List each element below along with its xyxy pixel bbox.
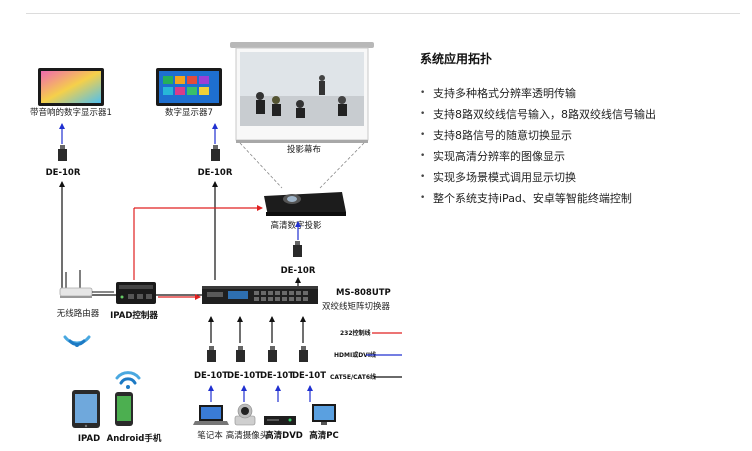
- info-panel: 系统应用拓扑 支持多种格式分辨率透明传输 支持8路双绞线信号输入，8路双绞线信号…: [420, 50, 740, 209]
- ipad-icon: [72, 390, 100, 428]
- laptop-icon: [193, 405, 229, 425]
- projector-icon: [264, 192, 346, 216]
- receiver-2-icon: [211, 145, 220, 161]
- ipad-controller-label: IPAD控制器: [110, 310, 158, 321]
- receiver-1-icon: [58, 145, 67, 161]
- legend-hdmi-label: HDMI或DVI线: [334, 351, 376, 359]
- wifi-signal-icon: [63, 335, 91, 347]
- feature-item: 支持多种格式分辨率透明传输: [420, 83, 740, 104]
- ipad-controller-icon: [116, 282, 156, 304]
- hd-pc-icon: [312, 404, 336, 425]
- transmitter-4-label: DE-10T: [292, 371, 326, 381]
- top-divider: [26, 13, 740, 14]
- receiver-3-label: DE-10R: [281, 266, 316, 276]
- feature-item: 实现多场景模式调用显示切换: [420, 167, 740, 188]
- display-7-icon: [156, 68, 222, 106]
- display-1-label: 带音响的数字显示器1: [30, 107, 112, 118]
- legend-cat-label: CAT5E/CAT6线: [330, 373, 376, 381]
- receiver-3-icon: [293, 241, 302, 257]
- transmitter-2-label: DE-10T: [227, 371, 261, 381]
- feature-item: 支持8路双绞线信号输入，8路双绞线信号输出: [420, 104, 740, 125]
- display-7-label: 数字显示器7: [165, 107, 213, 118]
- android-label: Android手机: [107, 433, 162, 444]
- transmitter-3-label: DE-10T: [260, 371, 294, 381]
- receiver-2-label: DE-10R: [198, 168, 233, 178]
- hd-camera-icon: [234, 403, 256, 426]
- source-camera-label: 高清摄像头: [226, 430, 269, 441]
- hd-dvd-icon: [264, 416, 296, 425]
- source-laptop-label: 笔记本: [197, 430, 223, 441]
- display-1-icon: [38, 68, 104, 106]
- ipad-label: IPAD: [78, 434, 100, 444]
- feature-item: 整个系统支持iPad、安卓等智能终端控制: [420, 188, 740, 209]
- source-pc-label: 高清PC: [309, 430, 338, 441]
- feature-item: 支持8路信号的随意切换显示: [420, 125, 740, 146]
- legend-232-label: 232控制线: [340, 329, 371, 337]
- projection-screen-icon: [230, 42, 374, 143]
- android-phone-icon: [115, 392, 133, 426]
- transmitter-1-label: DE-10T: [194, 371, 228, 381]
- matrix-model-label: MS-808UTP: [336, 288, 391, 298]
- info-title: 系统应用拓扑: [420, 52, 493, 66]
- source-dvd-label: 高清DVD: [265, 430, 303, 441]
- matrix-switcher-icon: [202, 286, 318, 304]
- wifi-signal-devices-icon: [115, 371, 141, 389]
- projector-label: 高清数字投影: [270, 220, 322, 231]
- projection-screen-label: 投影幕布: [287, 144, 321, 155]
- feature-list: 支持多种格式分辨率透明传输 支持8路双绞线信号输入，8路双绞线信号输出 支持8路…: [420, 83, 740, 209]
- matrix-desc-label: 双绞线矩阵切换器: [322, 301, 391, 312]
- wireless-router-icon: [59, 270, 93, 298]
- receiver-1-label: DE-10R: [46, 168, 81, 178]
- feature-item: 实现高清分辨率的图像显示: [420, 146, 740, 167]
- wireless-router-label: 无线路由器: [57, 308, 100, 319]
- topology-diagram: 带音响的数字显示器1 数字显示器7 投影幕布 高清数字投影 DE-10R: [30, 42, 402, 444]
- transmitters: [207, 316, 313, 402]
